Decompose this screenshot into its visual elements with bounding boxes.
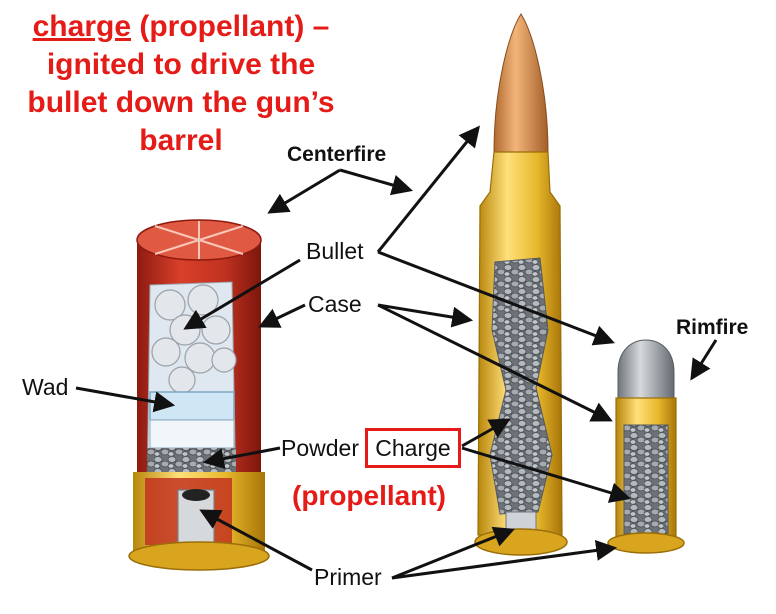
arrow-powder-shotshell [202, 446, 281, 469]
arrow-charge-rimfire [461, 446, 632, 503]
shotshell-rim [128, 541, 270, 571]
arrow-case-centerfire [377, 303, 474, 328]
label-bullet: Bullet [306, 238, 364, 264]
label-charge-highlight: Charge [365, 428, 461, 468]
crimp-folds [154, 221, 244, 259]
shotshell [128, 219, 270, 571]
arrow-primer-rimfire [391, 539, 618, 580]
leader-arrows [75, 125, 718, 580]
centerfire-cartridge [474, 13, 568, 556]
arrow-bullet-rimfire [377, 250, 615, 346]
arrow-centerfire-to-rifle [339, 168, 414, 196]
arrow-rimfire [690, 339, 718, 381]
arrow-primer-centerfire [391, 526, 515, 580]
arrow-charge-centerfire [461, 418, 511, 448]
arrow-primer-shotshell [199, 509, 313, 572]
label-primer: Primer [314, 564, 382, 590]
centerfire-powder [489, 257, 553, 515]
definition-line-1-rest: (propellant) – [131, 10, 330, 43]
wad-column [149, 419, 235, 449]
arrow-bullet-centerfire [376, 125, 480, 253]
defined-term: charge [32, 10, 132, 43]
definition-line-1: charge (propellant) – [6, 8, 356, 46]
definition-line-4: barrel [139, 124, 223, 157]
arrow-bullet-shotshell [183, 258, 301, 330]
primer-cap-top [182, 489, 210, 501]
definition-line-2: ignited to drive the [46, 48, 316, 81]
definition-line-3: bullet down the gun’s [27, 86, 335, 119]
label-case: Case [308, 291, 362, 317]
centerfire-bullet [493, 13, 549, 153]
arrow-centerfire-to-shotshell [267, 168, 341, 214]
arrow-case-rimfire [377, 303, 613, 422]
rimfire-rim [607, 532, 685, 554]
wad-cup [149, 391, 235, 421]
rimfire-cartridge [607, 339, 685, 554]
definition-heading: charge (propellant) – ignited to drive t… [6, 8, 356, 160]
label-centerfire: Centerfire [287, 143, 387, 166]
arrow-case-shotshell [258, 303, 306, 328]
rimfire-bullet [617, 339, 675, 401]
arrow-wad [75, 386, 176, 413]
label-rimfire: Rimfire [676, 316, 749, 339]
label-powder: Powder [281, 435, 359, 461]
label-propellant: (propellant) [292, 480, 446, 511]
label-wad: Wad [22, 374, 69, 400]
rimfire-powder [623, 424, 669, 536]
centerfire-rim [474, 528, 568, 556]
